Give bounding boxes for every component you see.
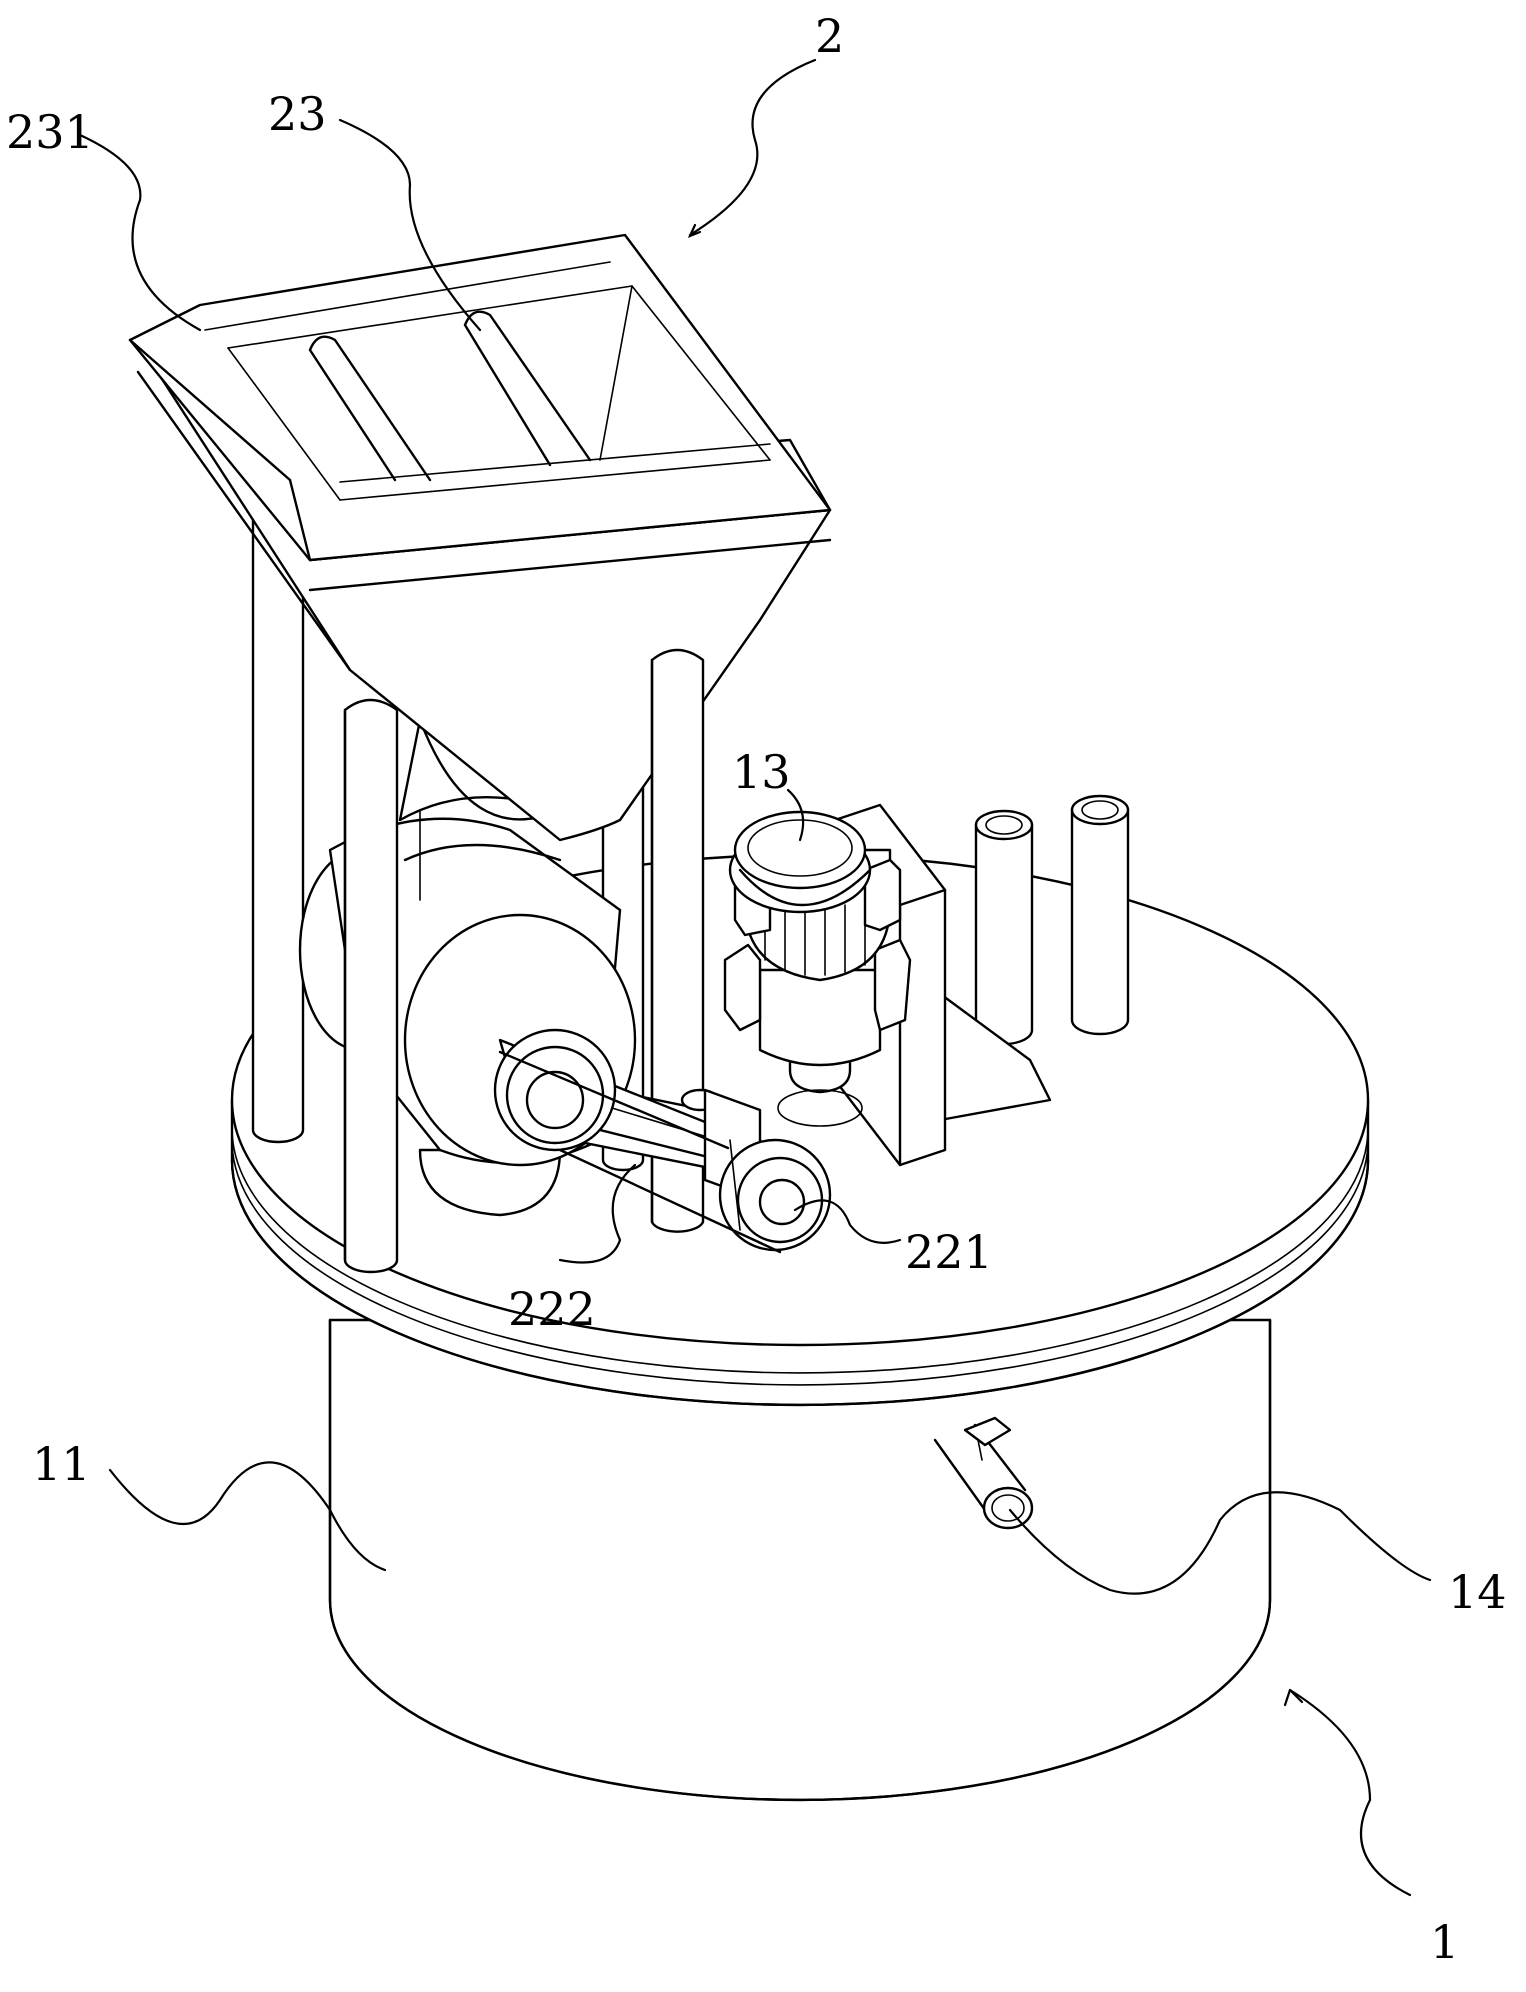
tank-body (328, 1318, 1272, 1802)
label-11: 11 (32, 1437, 91, 1491)
label-14: 14 (1448, 1565, 1507, 1619)
discharge-pipe (933, 1416, 1034, 1530)
leader-lines (78, 58, 1432, 1897)
label-13: 13 (732, 745, 791, 799)
label-23: 23 (268, 87, 327, 141)
label-2: 2 (815, 9, 844, 63)
label-221: 221 (905, 1225, 993, 1279)
standpipes (974, 794, 1130, 1046)
hopper (128, 233, 832, 842)
motor (723, 810, 912, 1127)
frame-legs-front (343, 648, 705, 1274)
label-222: 222 (508, 1282, 596, 1336)
belt-drive (493, 1028, 832, 1254)
label-1: 1 (1430, 1915, 1459, 1969)
labels: 2 23 231 13 221 222 11 14 1 (6, 9, 1507, 1969)
label-231: 231 (6, 105, 94, 159)
